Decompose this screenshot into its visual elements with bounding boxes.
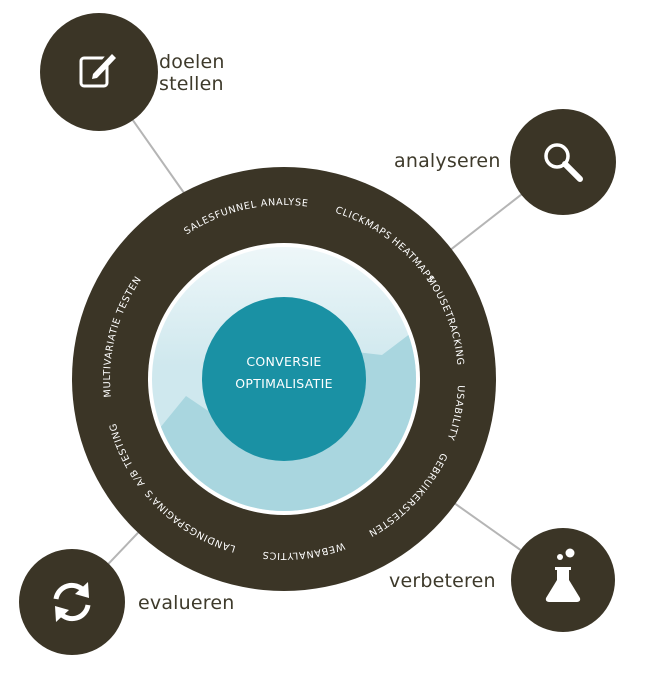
step-label-doelen: doelen stellen: [159, 51, 225, 95]
step-label-verbeteren: verbeteren: [389, 570, 496, 592]
center-title-line2: OPTIMALISATIE: [235, 376, 333, 391]
search-icon: [544, 143, 583, 182]
step-label-doelen-line2: stellen: [159, 73, 224, 95]
step-label-doelen-line1: doelen: [159, 51, 225, 73]
flask-icon: [545, 548, 581, 602]
step-label-analyseren: analyseren: [394, 150, 501, 172]
center-disc: [202, 297, 366, 461]
refresh-icon: [53, 582, 91, 622]
center-title-line1: CONVERSIE: [246, 354, 321, 369]
step-label-evalueren: evalueren: [138, 592, 235, 614]
edit-icon: [79, 49, 118, 88]
step-circle-evalueren[interactable]: [19, 549, 125, 655]
